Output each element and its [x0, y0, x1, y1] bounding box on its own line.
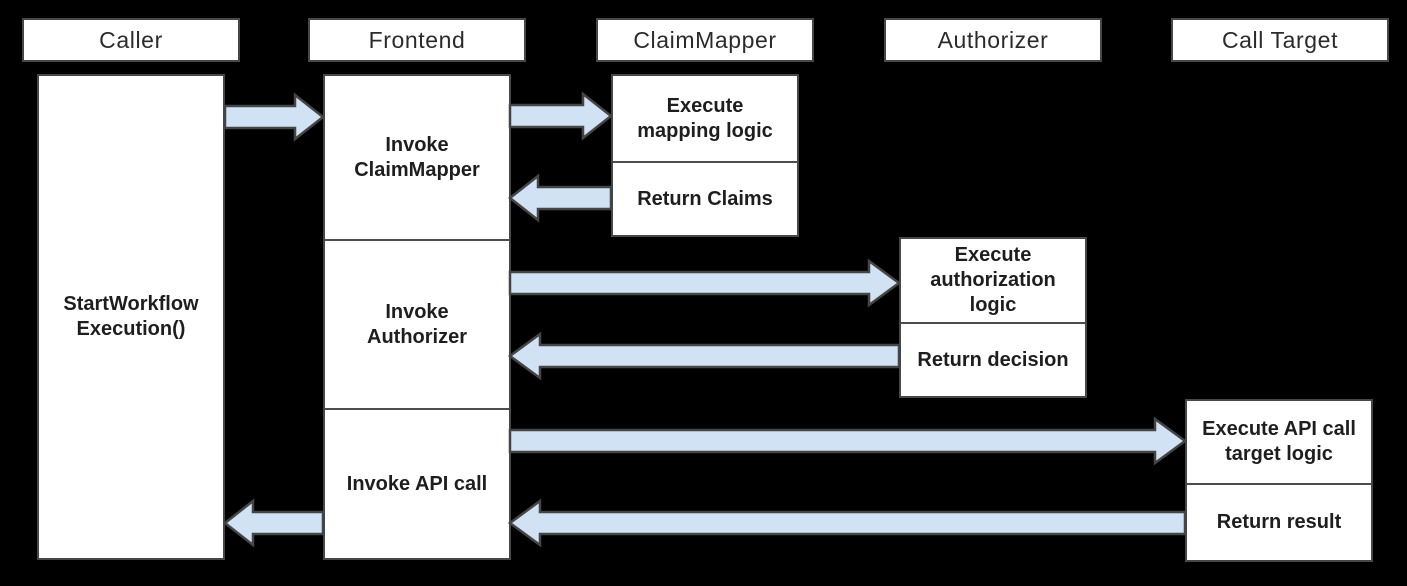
arrow-frontend-to-claimmapper-icon	[508, 91, 614, 141]
frontend-step-invoke-api-call: Invoke API call	[325, 408, 509, 558]
authorizer-execute-label: Execute authorization logic	[930, 244, 1056, 316]
arrow-caller-to-frontend-icon	[223, 92, 326, 142]
calltarget-execute-label: Execute API call target logic	[1202, 418, 1356, 465]
lifeline-header-claimmapper: ClaimMapper	[596, 18, 814, 62]
lifeline-header-frontend-label: Frontend	[368, 26, 466, 53]
claimmapper-execute-label: Execute mapping logic	[637, 94, 773, 142]
arrow-frontend-to-authorizer-icon	[508, 258, 902, 308]
frontend-step-invoke-claimmapper: Invoke ClaimMapper	[354, 133, 480, 181]
lifeline-header-authorizer: Authorizer	[884, 18, 1102, 62]
arrow-claimmapper-return-icon	[507, 173, 613, 223]
lifeline-header-caller-label: Caller	[99, 26, 163, 53]
lifeline-header-claimmapper-label: ClaimMapper	[633, 26, 777, 53]
claimmapper-return-label: Return Claims	[613, 161, 797, 235]
lifeline-header-authorizer-label: Authorizer	[937, 26, 1049, 53]
activation-caller: StartWorkflow Execution()	[37, 74, 225, 560]
authorizer-return-label: Return decision	[901, 322, 1085, 396]
lifeline-header-calltarget-label: Call Target	[1221, 26, 1339, 53]
calltarget-return-label: Return result	[1187, 483, 1371, 560]
activation-calltarget: Execute API call target logic Return res…	[1185, 399, 1373, 562]
lifeline-header-calltarget: Call Target	[1171, 18, 1389, 62]
lifeline-header-frontend: Frontend	[308, 18, 526, 62]
arrow-frontend-to-caller-return-icon	[222, 498, 325, 548]
arrow-authorizer-return-icon	[507, 331, 901, 381]
activation-authorizer: Execute authorization logic Return decis…	[899, 237, 1087, 398]
caller-startworkflow-label: StartWorkflow Execution()	[63, 293, 199, 340]
activation-frontend: Invoke ClaimMapper Invoke Authorizer Inv…	[323, 74, 511, 560]
lifeline-header-caller: Caller	[22, 18, 240, 62]
frontend-step-invoke-authorizer: Invoke Authorizer	[325, 239, 509, 408]
arrow-calltarget-return-icon	[507, 498, 1187, 548]
arrow-frontend-to-calltarget-icon	[508, 416, 1188, 466]
activation-claimmapper: Execute mapping logic Return Claims	[611, 74, 799, 237]
